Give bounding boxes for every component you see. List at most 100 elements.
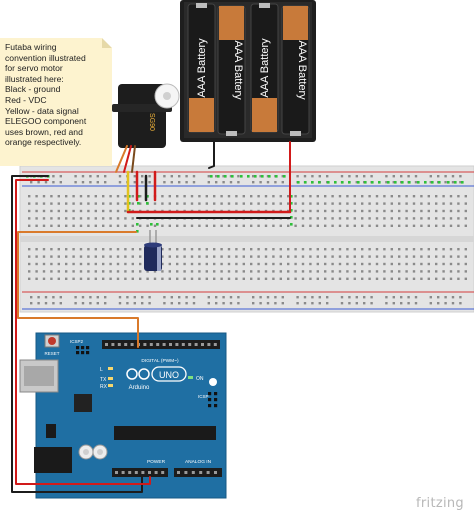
breadboard-hole: [190, 202, 194, 205]
breadboard-hole: [264, 270, 268, 273]
rail-hole: [237, 181, 240, 184]
breadboard-hole: [176, 202, 179, 205]
rail-hole: [170, 181, 173, 184]
connected-hole: [247, 175, 250, 178]
breadboard-hole: [35, 202, 38, 205]
breadboard-hole: [131, 202, 134, 205]
breadboard-hole: [427, 202, 430, 205]
breadboard-hole: [279, 248, 282, 251]
breadboard-hole: [198, 224, 201, 227]
breadboard-hole: [220, 277, 223, 280]
breadboard-hole: [168, 255, 171, 258]
breadboard-hole: [383, 209, 386, 213]
breadboard-hole: [346, 248, 349, 251]
breadboard-hole: [264, 248, 268, 251]
breadboard-hole: [35, 209, 38, 213]
breadboard-hole: [124, 224, 127, 227]
header-pin: [188, 343, 192, 346]
header-pin: [207, 343, 211, 346]
battery-ground-lead: [208, 141, 215, 169]
rail-hole: [185, 296, 188, 299]
breadboard-hole: [442, 270, 445, 273]
breadboard-hole: [190, 248, 194, 251]
breadboard-hole: [346, 262, 349, 266]
rail-hole: [348, 302, 351, 305]
rail-hole: [89, 302, 92, 305]
rail-hole: [274, 296, 277, 299]
uno-logo-text: UNO: [159, 370, 179, 380]
breadboard-hole: [294, 224, 297, 227]
connected-hole: [290, 223, 293, 226]
breadboard-hole: [353, 209, 356, 213]
breadboard-hole: [257, 262, 260, 266]
breadboard-hole: [390, 209, 393, 213]
connected-hole: [150, 223, 153, 226]
breadboard-hole: [457, 262, 460, 266]
breadboard-hole: [79, 262, 83, 266]
breadboard-hole: [464, 202, 467, 205]
breadboard-hole: [227, 248, 231, 251]
rail-hole: [52, 296, 55, 299]
breadboard-hole: [301, 248, 305, 251]
rail-hole: [141, 296, 144, 299]
breadboard-hole: [338, 277, 342, 280]
breadboard-hole: [398, 262, 401, 266]
breadboard-hole: [183, 202, 186, 205]
breadboard-hole: [42, 195, 46, 198]
breadboard-hole: [227, 262, 231, 266]
breadboard-hole: [35, 248, 38, 251]
connected-hole: [290, 195, 293, 198]
breadboard-hole: [190, 195, 194, 198]
breadboard-hole: [457, 195, 460, 198]
breadboard-hole: [361, 262, 364, 266]
breadboard-hole: [324, 248, 327, 251]
connected-hole: [327, 181, 330, 184]
rail-hole: [318, 296, 321, 299]
breadboard-hole: [272, 262, 275, 266]
breadboard-hole: [427, 217, 430, 220]
tx-label: TX: [100, 377, 107, 383]
connected-hole: [447, 181, 450, 184]
breadboard-hole: [57, 262, 60, 266]
header-pin: [115, 471, 118, 474]
header-pin: [117, 343, 121, 346]
breadboard-hole: [316, 224, 319, 227]
breadboard-hole: [198, 255, 201, 258]
rail-hole: [81, 175, 85, 178]
breadboard-hole: [368, 255, 371, 258]
rail-hole: [444, 181, 447, 184]
breadboard-hole: [464, 224, 467, 227]
breadboard-hole: [28, 270, 31, 273]
breadboard-hole: [449, 195, 453, 198]
header-pin: [81, 351, 85, 355]
rail-hole: [385, 302, 388, 305]
breadboard-hole: [405, 248, 408, 251]
breadboard-hole: [427, 224, 430, 227]
rail-hole: [311, 296, 314, 299]
rail-hole: [59, 302, 62, 305]
breadboard-hole: [383, 248, 386, 251]
rail-hole: [259, 302, 262, 305]
breadboard-hole: [124, 255, 127, 258]
breadboard-hole: [190, 270, 194, 273]
rail-hole: [363, 302, 366, 305]
breadboard-hole: [287, 224, 290, 227]
breadboard-hole: [442, 277, 445, 280]
note-line: orange respectively.: [5, 137, 82, 148]
breadboard-hole: [264, 224, 268, 227]
rail-hole: [355, 181, 358, 184]
breadboard-hole: [272, 248, 275, 251]
breadboard-hole: [79, 217, 83, 220]
breadboard-hole: [279, 255, 282, 258]
breadboard-hole: [324, 209, 327, 213]
breadboard-hole: [227, 224, 231, 227]
rail-hole: [296, 175, 299, 178]
breadboard-hole: [331, 255, 334, 258]
connected-hole: [438, 181, 441, 184]
breadboard-hole: [146, 224, 149, 227]
breadboard-hole: [109, 217, 112, 220]
breadboard-hole: [35, 217, 38, 220]
electrolytic-capacitor: [144, 230, 162, 271]
breadboard-hole: [242, 195, 245, 198]
breadboard-hole: [94, 224, 97, 227]
